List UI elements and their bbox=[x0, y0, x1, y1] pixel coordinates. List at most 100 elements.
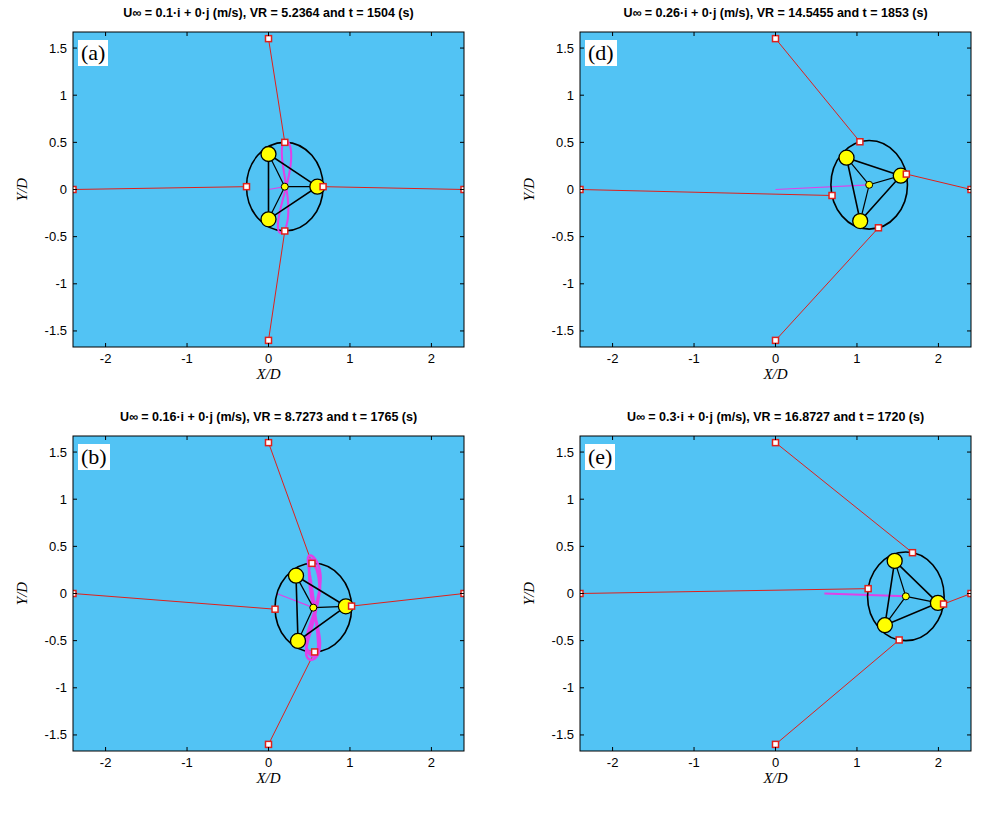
mooring-line bbox=[776, 443, 913, 553]
tick-label: -2 bbox=[100, 755, 112, 770]
axis-label: X/D bbox=[256, 770, 280, 787]
tick-mark bbox=[349, 343, 350, 347]
tick-mark bbox=[580, 330, 584, 331]
mooring-point bbox=[349, 603, 355, 609]
axis-label: X/D bbox=[763, 770, 787, 787]
column bbox=[887, 553, 902, 568]
tick-mark bbox=[938, 343, 939, 347]
mooring-line bbox=[580, 190, 832, 196]
tick-label: 2 bbox=[935, 351, 942, 366]
tick-mark bbox=[268, 32, 269, 36]
tick-mark bbox=[694, 32, 695, 36]
tick-mark bbox=[580, 593, 584, 594]
tick-mark bbox=[967, 330, 971, 331]
tick-mark bbox=[431, 747, 432, 751]
tick-mark bbox=[967, 452, 971, 453]
tick-label: -0.5 bbox=[552, 229, 574, 244]
tick-mark bbox=[967, 95, 971, 96]
mooring-line bbox=[906, 174, 971, 189]
tick-mark bbox=[73, 95, 77, 96]
mooring-point bbox=[896, 637, 902, 643]
tick-mark bbox=[580, 283, 584, 284]
tick-mark bbox=[187, 747, 188, 751]
axis-label: Y/D bbox=[15, 582, 32, 605]
center-column bbox=[902, 593, 909, 600]
tick-mark bbox=[73, 499, 77, 500]
tick-mark bbox=[460, 330, 464, 331]
panel-letter: (b) bbox=[78, 444, 110, 470]
tick-mark bbox=[73, 142, 77, 143]
column bbox=[839, 150, 854, 165]
panel-letter: (e) bbox=[585, 444, 615, 470]
tick-label: -2 bbox=[607, 351, 619, 366]
mooring-point bbox=[875, 225, 881, 231]
tick-label: 1 bbox=[60, 88, 67, 103]
tick-mark bbox=[268, 343, 269, 347]
column bbox=[261, 147, 276, 162]
tick-label: 1.5 bbox=[49, 445, 67, 460]
tick-mark bbox=[938, 32, 939, 36]
mooring-point bbox=[909, 550, 915, 556]
tick-mark bbox=[612, 747, 613, 751]
mooring-line bbox=[944, 594, 971, 605]
tick-label: -1 bbox=[688, 351, 700, 366]
tick-mark bbox=[105, 343, 106, 347]
tick-mark bbox=[460, 640, 464, 641]
tick-mark bbox=[967, 283, 971, 284]
platform-ring bbox=[868, 552, 945, 641]
tick-mark bbox=[460, 189, 464, 190]
tick-mark bbox=[73, 189, 77, 190]
tick-label: 1 bbox=[567, 492, 574, 507]
tick-mark bbox=[105, 436, 106, 440]
tick-mark bbox=[460, 452, 464, 453]
tick-mark bbox=[460, 593, 464, 594]
panel-plot bbox=[70, 32, 467, 347]
tick-mark bbox=[460, 283, 464, 284]
axes-frame bbox=[580, 32, 971, 347]
panel-plot bbox=[577, 436, 974, 751]
pontoon-triangle bbox=[847, 158, 901, 221]
center-column bbox=[310, 604, 317, 611]
column bbox=[289, 568, 304, 583]
panel-title: U∞ = 0.26·i + 0·j (m/s), VR = 14.5455 an… bbox=[623, 6, 927, 20]
mooring-line bbox=[269, 443, 312, 564]
mooring-point bbox=[282, 228, 288, 234]
panel-plot bbox=[70, 436, 467, 751]
tick-label: 1 bbox=[853, 351, 860, 366]
plot-content bbox=[73, 36, 464, 344]
tick-mark bbox=[105, 747, 106, 751]
tick-label: 1.5 bbox=[556, 41, 574, 56]
tick-label: 2 bbox=[428, 755, 435, 770]
tick-mark bbox=[460, 95, 464, 96]
axis-label: Y/D bbox=[15, 178, 32, 201]
panel-letter: (d) bbox=[585, 40, 617, 66]
tick-mark bbox=[580, 640, 584, 641]
tick-mark bbox=[105, 32, 106, 36]
mooring-point bbox=[282, 139, 288, 145]
tick-label: -1 bbox=[181, 755, 193, 770]
tick-label: 1 bbox=[346, 755, 353, 770]
tick-label: 0 bbox=[265, 351, 272, 366]
tick-mark bbox=[431, 436, 432, 440]
column bbox=[261, 212, 276, 227]
tick-mark bbox=[967, 48, 971, 49]
tick-mark bbox=[775, 32, 776, 36]
tick-label: 0 bbox=[567, 586, 574, 601]
tick-mark bbox=[73, 48, 77, 49]
tick-mark bbox=[431, 343, 432, 347]
pontoon-triangle bbox=[885, 561, 938, 625]
mooring-point bbox=[312, 649, 318, 655]
mooring-point bbox=[903, 171, 909, 177]
tick-mark bbox=[775, 343, 776, 347]
mooring-line bbox=[352, 594, 464, 607]
mooring-line bbox=[73, 594, 275, 610]
plot-content bbox=[580, 36, 971, 344]
mooring-point bbox=[266, 337, 272, 343]
tick-label: 1.5 bbox=[556, 445, 574, 460]
tick-label: -0.5 bbox=[45, 633, 67, 648]
mooring-line bbox=[73, 187, 247, 190]
tick-label: 0.5 bbox=[556, 539, 574, 554]
mooring-line bbox=[580, 589, 868, 594]
tick-mark bbox=[580, 734, 584, 735]
